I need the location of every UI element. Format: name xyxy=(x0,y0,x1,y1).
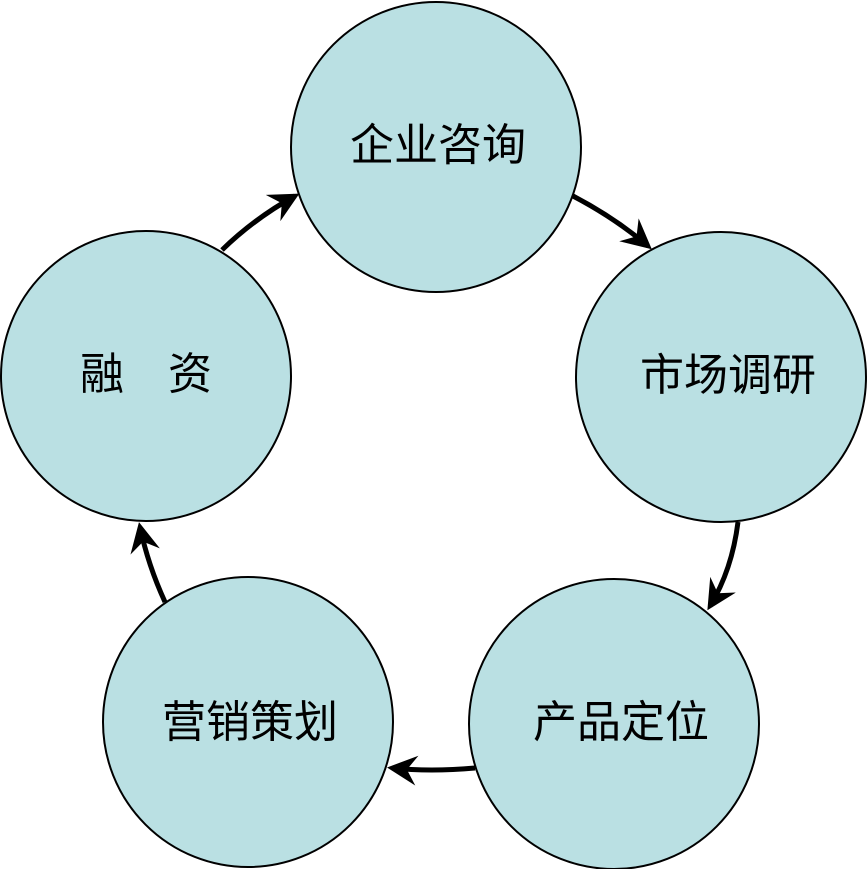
node-label: 融 资 xyxy=(80,349,212,400)
arrow-marketing-to-financing xyxy=(130,522,168,604)
node-marketing: 营销策划 xyxy=(102,576,394,868)
node-circle xyxy=(290,1,582,293)
node-circle xyxy=(468,578,760,869)
node-label: 企业咨询 xyxy=(350,120,526,171)
arrow-consulting-to-research xyxy=(571,193,652,250)
arrow-positioning-to-marketing xyxy=(387,755,476,786)
node-label: 产品定位 xyxy=(533,697,709,748)
node-consulting: 企业咨询 xyxy=(290,1,582,293)
arrow-research-to-positioning xyxy=(707,521,741,611)
arrow-financing-to-consulting xyxy=(220,193,300,252)
node-circle xyxy=(0,230,292,522)
node-circle xyxy=(575,231,867,523)
node-positioning: 产品定位 xyxy=(468,578,760,869)
node-label: 营销策划 xyxy=(162,697,338,748)
node-circle xyxy=(102,576,394,868)
node-label: 市场调研 xyxy=(640,350,816,401)
node-research: 市场调研 xyxy=(575,231,867,523)
node-financing: 融 资 xyxy=(0,230,292,522)
